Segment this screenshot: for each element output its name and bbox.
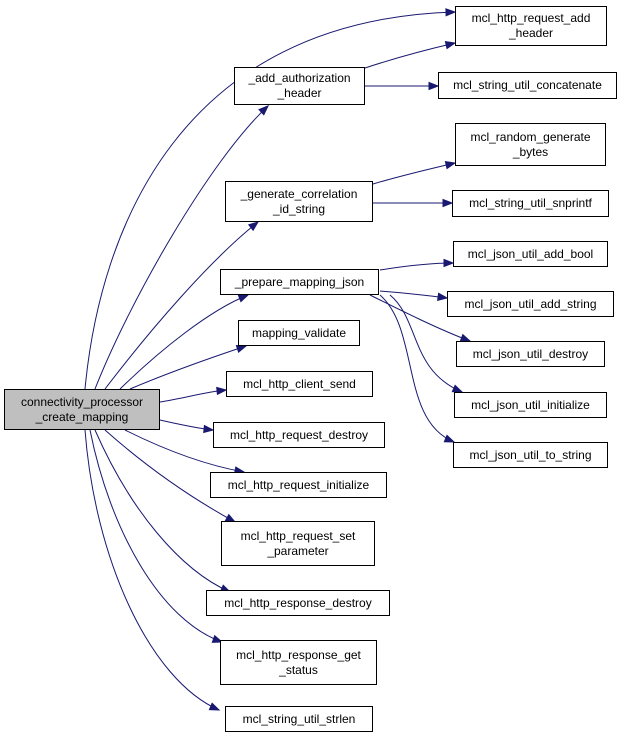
node-prepare-mapping-json[interactable]: _prepare_mapping_json [220,269,379,295]
node-label: mcl_http_request_initialize [227,477,370,492]
node-label: mcl_http_request_set [240,528,356,543]
edge-generate-correlation-to-snprintf-arrowhead [442,198,454,208]
edge-root-to-prepare-mapping-json [119,294,249,390]
node-mcl-json-util-destroy[interactable]: mcl_json_util_destroy [456,341,605,367]
edge-prepare-json-to-add-bool [379,262,454,271]
node-mcl-http-client-send[interactable]: mcl_http_client_send [226,371,373,397]
edge-root-to-http-client-send [159,389,227,403]
node-label: mcl_http_request_add [471,11,591,25]
edge-prepare-json-to-initialize [389,294,463,393]
edge-add-auth-to-add-request-header [364,42,456,69]
node-generate-correlation-id-string[interactable]: _generate_correlation _id_string [225,181,373,222]
node-label: mcl_string_util_strlen [242,711,356,726]
node-mcl-http-request-add-header[interactable]: mcl_http_request_add _header [455,6,607,46]
node-add-authorization-header[interactable]: _add_authorization _header [234,67,365,105]
edge-root-to-http-response-get-status-arrowhead [211,634,224,643]
node-connectivity-processor-create-mapping: connectivity_processor _create_mapping [4,389,160,430]
edge-root-to-mapping-validate [129,345,247,390]
node-mcl-http-response-destroy[interactable]: mcl_http_response_destroy [206,590,390,616]
edge-prepare-json-to-add-bool-arrowhead [443,258,455,268]
node-label: _status [279,662,318,677]
node-label: mcl_http_response_get [236,647,361,662]
node-mcl-random-generate-bytes[interactable]: mcl_random_generate _bytes [455,123,606,166]
node-label: mcl_json_util_initialize [471,397,590,412]
node-label: mapping_validate [251,325,347,340]
edge-root-to-generate-correlation-id-arrowhead [247,221,260,232]
node-mcl-http-request-destroy[interactable]: mcl_http_request_destroy [213,422,385,448]
node-mcl-string-util-strlen[interactable]: mcl_string_util_strlen [225,706,373,732]
node-mcl-http-request-initialize[interactable]: mcl_http_request_initialize [210,472,387,498]
node-label: mcl_json_util_destroy [472,346,589,361]
node-label: _parameter [267,543,329,558]
edge-root-to-http-request-destroy-arrowhead [203,424,215,434]
node-mcl-string-util-concatenate[interactable]: mcl_string_util_concatenate [438,72,617,99]
edge-root-to-http-response-destroy [94,429,231,593]
node-label: connectivity_processor [20,394,144,409]
edge-root-to-add-authorization-header [94,105,269,390]
node-label: _id_string [272,201,326,216]
node-label: _bytes [512,144,549,159]
edge-root-to-http-response-get-status [89,429,223,643]
node-mcl-json-util-to-string[interactable]: mcl_json_util_to_string [453,442,608,468]
node-label: _header [508,26,554,40]
edge-root-to-http-request-initialize [124,429,245,473]
edge-add-auth-to-string-concatenate-arrowhead [428,81,440,91]
node-mcl-json-util-add-string[interactable]: mcl_json_util_add_string [447,291,614,317]
edge-prepare-json-to-initialize-arrowhead [451,384,464,393]
edge-root-to-string-util-strlen-arrowhead [208,702,221,711]
edge-root-to-add-request-header [84,11,456,390]
edge-root-to-mapping-validate-arrowhead [235,344,248,354]
node-mcl-string-util-snprintf[interactable]: mcl_string_util_snprintf [452,190,609,217]
edge-root-to-add-authorization-header-arrowhead [258,105,270,116]
edge-prepare-json-to-add-string-arrowhead [437,292,449,301]
edge-root-to-generate-correlation-id [104,221,259,390]
edge-root-to-add-request-header-arrowhead [445,8,457,17]
edge-prepare-json-to-to-string [379,294,455,443]
edge-prepare-json-to-add-string [379,290,448,299]
edge-prepare-json-to-to-string-arrowhead [443,434,456,443]
node-label: _generate_correlation [240,186,358,201]
node-label: _create_mapping [35,409,129,424]
node-label: mcl_json_util_add_string [464,296,597,311]
edge-root-to-string-util-strlen [84,429,220,711]
edge-prepare-json-to-destroy [369,294,471,342]
edge-root-to-http-client-send-arrowhead [216,386,228,396]
node-mapping-validate[interactable]: mapping_validate [238,320,360,346]
node-label: mcl_http_response_destroy [224,595,372,610]
edge-root-to-prepare-mapping-json-arrowhead [237,294,250,303]
node-label: _prepare_mapping_json [234,274,365,289]
node-mcl-json-util-initialize[interactable]: mcl_json_util_initialize [454,392,607,418]
node-label: _add_authorization [248,71,351,85]
node-label: mcl_http_client_send [243,376,356,391]
edge-generate-correlation-to-random-bytes [372,162,456,185]
node-mcl-http-request-set-parameter[interactable]: mcl_http_request_set _parameter [221,521,375,566]
edge-generate-correlation-to-random-bytes-arrowhead [444,160,457,170]
node-label: mcl_string_util_concatenate [453,78,602,92]
node-label: mcl_json_util_add_bool [467,246,594,261]
node-label: _header [277,86,322,100]
node-label: mcl_json_util_to_string [469,447,592,462]
edge-add-auth-to-add-request-header-arrowhead [444,40,457,50]
node-label: mcl_random_generate [470,129,591,144]
node-label: mcl_string_util_snprintf [469,196,592,210]
edge-root-to-http-request-set-parameter [104,429,236,523]
node-label: mcl_http_request_destroy [229,427,369,442]
node-mcl-http-response-get-status[interactable]: mcl_http_response_get _status [220,640,377,685]
node-mcl-json-util-add-bool[interactable]: mcl_json_util_add_bool [453,241,608,267]
